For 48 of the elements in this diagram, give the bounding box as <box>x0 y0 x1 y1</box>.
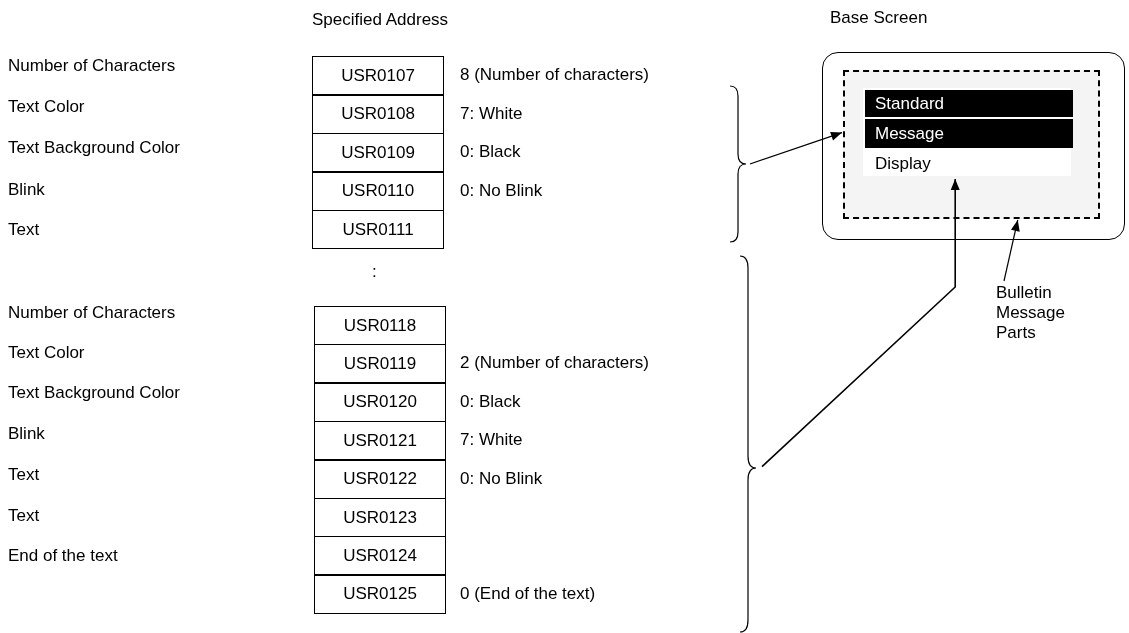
field-label: Text Color <box>8 97 85 117</box>
address-cell: USR0107 <box>312 56 444 95</box>
field-label: Text <box>8 506 40 526</box>
field-label: Text Background Color <box>8 383 180 403</box>
bulletin-area <box>843 70 1100 219</box>
field-label: Text Background Color <box>8 138 180 158</box>
value-text: 7: White <box>460 430 523 451</box>
value-text: 0: Black <box>460 391 521 412</box>
curly-brace <box>729 85 747 243</box>
address-cell: USR0121 <box>314 421 446 461</box>
address-cell: USR0125 <box>314 574 446 614</box>
highlighted-text-row: Standard <box>865 90 1073 117</box>
address-cell: USR0119 <box>314 344 446 384</box>
text-row: Display <box>865 150 1070 178</box>
highlighted-text-row: Message <box>865 119 1073 148</box>
arrow <box>761 178 960 468</box>
screen-frame <box>822 52 1125 240</box>
address-cell: USR0110 <box>312 171 444 211</box>
value-text: 0: No Blink <box>460 180 543 201</box>
address-cell: USR0111 <box>312 210 444 250</box>
ellipsis-mark: : <box>372 262 377 282</box>
field-label: Blink <box>8 180 45 200</box>
value-text: 0: No Blink <box>460 468 543 489</box>
address-cell: USR0108 <box>312 94 444 134</box>
value-text: 0: Black <box>460 142 521 163</box>
value-text: 2 (Number of characters) <box>460 353 649 374</box>
curly-brace <box>739 255 757 633</box>
field-label: Text <box>8 465 40 485</box>
field-label: Text Color <box>8 343 85 363</box>
leader-line <box>1003 219 1020 282</box>
screen-title: Base Screen <box>830 8 928 28</box>
callout-text: Bulletin Message Parts <box>996 283 1076 343</box>
value-text: 8 (Number of characters) <box>460 65 649 85</box>
address-cell: USR0109 <box>312 133 444 173</box>
address-cell: USR0122 <box>314 459 446 499</box>
address-cell: USR0120 <box>314 382 446 422</box>
address-cell: USR0124 <box>314 536 446 576</box>
field-label: Number of Characters <box>8 303 176 323</box>
field-label: Number of Characters <box>8 56 176 76</box>
address-cell: USR0118 <box>314 306 446 345</box>
value-text: 0 (End of the text) <box>460 583 596 604</box>
address-cell: USR0123 <box>314 498 446 537</box>
field-label: End of the text <box>8 546 118 566</box>
field-label: Blink <box>8 424 45 444</box>
arrow <box>749 131 843 165</box>
field-label: Text <box>8 220 40 240</box>
column-heading: Specified Address <box>312 10 449 30</box>
value-text: 7: White <box>460 103 523 124</box>
